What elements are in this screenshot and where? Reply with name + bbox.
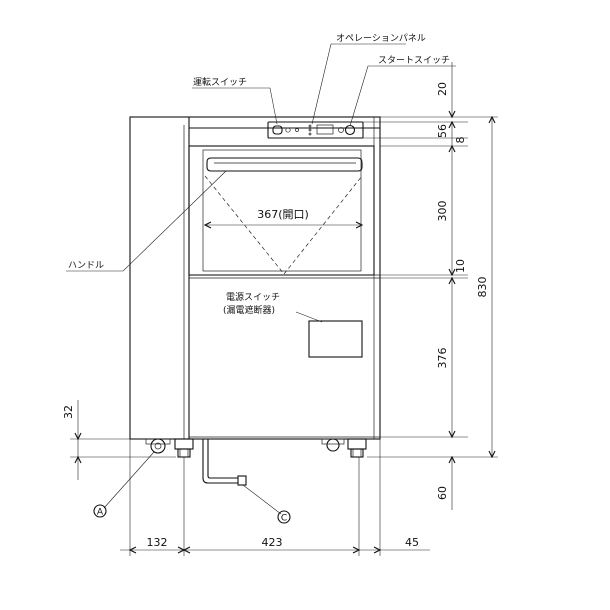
door	[188, 145, 380, 279]
dim-lower-height: 376	[436, 348, 449, 369]
dim-panel-height: 56	[436, 124, 449, 138]
caster-wheel	[150, 438, 166, 454]
marker-a: A	[93, 504, 107, 518]
marker-c-label: C	[281, 514, 287, 524]
dim-caster-height: 32	[62, 405, 75, 419]
dim-total-height: 830	[476, 277, 489, 298]
lower-compartment	[189, 320, 380, 438]
leader-lines	[66, 43, 456, 515]
power-switch-label: 電源スイッチ	[226, 292, 280, 303]
caster-wheel	[326, 438, 340, 452]
door-handle[interactable]	[206, 157, 363, 172]
indicator-light	[295, 128, 299, 132]
panel-display	[316, 124, 334, 135]
drain-pipe	[202, 439, 238, 484]
dim-top-gap: 20	[436, 82, 449, 96]
start-switch-button[interactable]	[344, 124, 356, 136]
run-switch-button[interactable]	[272, 125, 283, 135]
run-switch-label: 運転スイッチ	[193, 77, 247, 88]
marker-c: C	[277, 510, 291, 524]
dim-door-height: 300	[436, 201, 449, 222]
legs	[145, 438, 367, 486]
handle-label: ハンドル	[68, 261, 104, 271]
dim-right-width: 45	[405, 536, 419, 549]
indicator-light	[338, 127, 344, 133]
marker-a-label: A	[97, 508, 104, 518]
dim-door-gap: 10	[454, 259, 467, 273]
dim-main-width: 423	[262, 536, 283, 549]
start-switch-label: スタートスイッチ	[378, 55, 450, 66]
breaker-label: (漏電遮断器)	[223, 304, 275, 316]
operation-panel	[267, 121, 364, 139]
extension-lines	[70, 116, 498, 556]
power-switch-box[interactable]	[308, 320, 363, 358]
dim-left-width: 132	[147, 536, 168, 549]
dim-panel-gap: 8	[454, 137, 467, 144]
dim-drain-height: 60	[436, 486, 449, 500]
opening-width-label: 367(開口)	[257, 208, 309, 221]
dimension-lines	[74, 62, 496, 554]
indicator-light	[285, 127, 291, 133]
operation-panel-label: オペレーションパネル	[336, 33, 426, 44]
